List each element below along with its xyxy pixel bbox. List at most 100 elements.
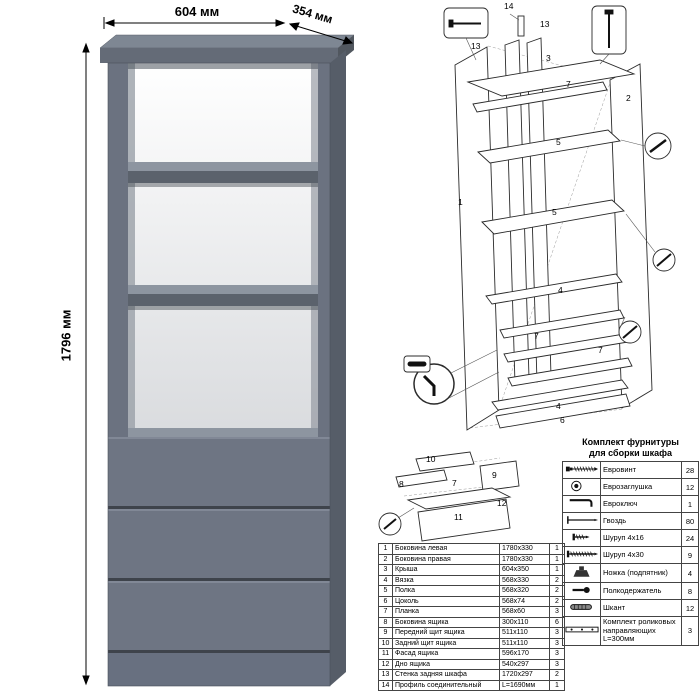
part-name-cell: Дно ящика bbox=[392, 658, 500, 670]
roller-guide-icon bbox=[565, 626, 599, 633]
base-panel bbox=[495, 393, 631, 429]
part-number-label: 9 bbox=[492, 470, 497, 480]
part-number-label: 11 bbox=[454, 512, 463, 522]
part-name-cell: Боковина ящика bbox=[392, 616, 500, 628]
shelf bbox=[128, 285, 318, 310]
drawer-front-panel bbox=[479, 460, 520, 492]
part-size-cell: 511x110 bbox=[499, 627, 550, 639]
table-row: 7 Планка 568x60 3 bbox=[378, 606, 565, 618]
exploded-diagram bbox=[403, 5, 676, 431]
part-number-label: 14 bbox=[504, 1, 514, 11]
nail-icon bbox=[567, 516, 599, 524]
cabinet-plinth bbox=[108, 653, 330, 686]
shelf bbox=[128, 162, 318, 187]
plank bbox=[499, 309, 625, 339]
part-name-cell: Боковина левая bbox=[392, 543, 500, 555]
height-dimension-label: 1796 мм bbox=[58, 309, 74, 362]
hardware-qty: 24 bbox=[681, 529, 699, 547]
part-number-label: 13 bbox=[471, 41, 481, 51]
part-number-cell: 6 bbox=[378, 595, 393, 607]
part-size-cell: 604x350 bbox=[499, 564, 550, 576]
part-number-label: 8 bbox=[399, 479, 404, 489]
table-row: 13 Стенка задняя шкафа 1720x297 2 bbox=[378, 669, 565, 681]
plank bbox=[472, 81, 608, 113]
table-row: 5 Полка 568x320 2 bbox=[378, 585, 565, 597]
part-quantity-cell: 3 bbox=[549, 658, 565, 670]
hardware-row: Шуруп 4x16 24 bbox=[562, 529, 699, 547]
part-quantity-cell: 3 bbox=[549, 648, 565, 660]
part-quantity-cell: 2 bbox=[549, 669, 565, 681]
hardware-name: Гвоздь bbox=[600, 512, 682, 530]
part-size-cell: 540x297 bbox=[499, 658, 550, 670]
screw-short-icon bbox=[572, 533, 590, 541]
table-row: 11 Фасад ящика 596x170 3 bbox=[378, 648, 565, 660]
hardware-kit: Комплект фурнитуры для сборки шкафа Евро… bbox=[562, 437, 699, 646]
hardware-qty: 8 bbox=[681, 582, 699, 600]
part-name-cell: Цоколь bbox=[392, 595, 500, 607]
part-number-cell: 4 bbox=[378, 574, 393, 586]
part-number-label: 7 bbox=[452, 478, 457, 488]
part-size-cell: 511x110 bbox=[499, 637, 550, 649]
part-number-cell: 9 bbox=[378, 627, 393, 639]
part-name-cell: Задний щит ящика bbox=[392, 637, 500, 649]
part-number-label: 5 bbox=[552, 207, 557, 217]
drawer-fronts bbox=[108, 437, 330, 653]
part-name-cell: Боковина правая bbox=[392, 553, 500, 565]
hardware-row: Комплект роликовых направляющих L=300мм … bbox=[562, 616, 699, 646]
part-name-cell: Планка bbox=[392, 606, 500, 618]
plank bbox=[507, 357, 633, 387]
brace-panel bbox=[491, 379, 629, 411]
hardware-name: Комплект роликовых направляющих L=300мм bbox=[600, 616, 682, 646]
table-row: 1 Боковина левая 1780x330 1 bbox=[378, 543, 565, 555]
part-number-label: 5 bbox=[556, 137, 561, 147]
part-number-label: 1 bbox=[458, 197, 463, 207]
table-row: 3 Крыша 604x350 1 bbox=[378, 564, 565, 576]
part-size-cell: 1780x330 bbox=[499, 543, 550, 555]
part-name-cell: Фасад ящика bbox=[392, 648, 500, 660]
screw-long-icon bbox=[566, 550, 599, 558]
cabinet-right-side bbox=[330, 50, 346, 686]
part-number-label: 13 bbox=[540, 19, 550, 29]
drawer-back-panel bbox=[415, 451, 475, 472]
part-number-label: 7 bbox=[534, 331, 539, 341]
drawer-facade-panel bbox=[417, 498, 511, 542]
cabinet-render bbox=[99, 34, 355, 687]
hardware-row: Ножка (подпятник) 4 bbox=[562, 563, 699, 583]
euro-screw-icon bbox=[448, 19, 454, 28]
hardware-row: Евроключ 1 bbox=[562, 495, 699, 513]
part-number-label: 10 bbox=[426, 454, 436, 464]
drawer-exploded-diagram bbox=[378, 451, 520, 542]
parts-table: 1 Боковина левая 1780x330 1 2 Боковина п… bbox=[378, 543, 565, 691]
screw-icon bbox=[622, 325, 638, 339]
width-dimension-label: 604 мм bbox=[174, 4, 220, 19]
screw-icon bbox=[656, 253, 672, 267]
dowel-icon bbox=[570, 604, 592, 610]
screw-icon bbox=[383, 518, 397, 530]
foot-icon bbox=[573, 566, 590, 577]
hardware-name: Евровинт bbox=[600, 461, 682, 479]
part-number-label: 12 bbox=[497, 498, 507, 508]
table-row: 12 Дно ящика 540x297 3 bbox=[378, 658, 565, 670]
part-number-label: 4 bbox=[558, 285, 563, 295]
hardware-kit-title: Комплект фурнитуры для сборки шкафа bbox=[582, 437, 679, 458]
part-quantity-cell: 1 bbox=[549, 679, 565, 691]
drawer-3 bbox=[108, 581, 330, 650]
shelf-pin-icon bbox=[572, 586, 590, 594]
part-size-cell: 568x74 bbox=[499, 595, 550, 607]
hardware-name: Шкант bbox=[600, 599, 682, 617]
part-number-cell: 13 bbox=[378, 669, 393, 681]
part-size-cell: 1720x297 bbox=[499, 669, 550, 681]
part-number-label: 3 bbox=[546, 53, 551, 63]
hardware-name: Ножка (подпятник) bbox=[600, 563, 682, 583]
cabinet-top-front bbox=[100, 48, 338, 63]
euro-screw-icon bbox=[565, 466, 599, 472]
hex-key-icon bbox=[569, 499, 593, 507]
part-number-label: 4 bbox=[556, 401, 561, 411]
part-size-cell: 568x330 bbox=[499, 574, 550, 586]
part-number-cell: 5 bbox=[378, 585, 393, 597]
part-number-cell: 8 bbox=[378, 616, 393, 628]
part-name-cell: Профиль соединительный bbox=[392, 679, 500, 691]
part-number-cell: 11 bbox=[378, 648, 393, 660]
part-name-cell: Вязка bbox=[392, 574, 500, 586]
